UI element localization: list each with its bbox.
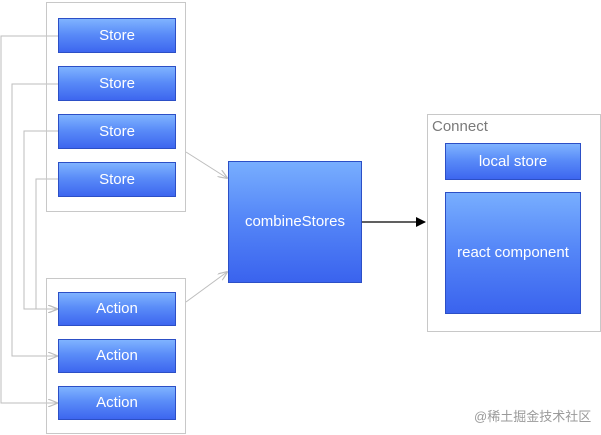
store-box: Store	[58, 18, 176, 53]
react-component-box: react component	[445, 192, 581, 314]
combine-stores-box: combineStores	[228, 161, 362, 283]
watermark: @稀土掘金技术社区	[474, 409, 592, 424]
actions-frame	[46, 278, 186, 434]
store-box: Store	[58, 66, 176, 101]
wire-stores-combine	[185, 151, 227, 178]
local-store-box: local store	[445, 143, 581, 180]
action-box: Action	[58, 339, 176, 373]
stores-frame	[46, 2, 186, 212]
wire-actions-combine	[185, 272, 227, 303]
action-box: Action	[58, 292, 176, 326]
connect-title: Connect	[432, 118, 488, 135]
store-box: Store	[58, 162, 176, 197]
store-box: Store	[58, 114, 176, 149]
action-box: Action	[58, 386, 176, 420]
